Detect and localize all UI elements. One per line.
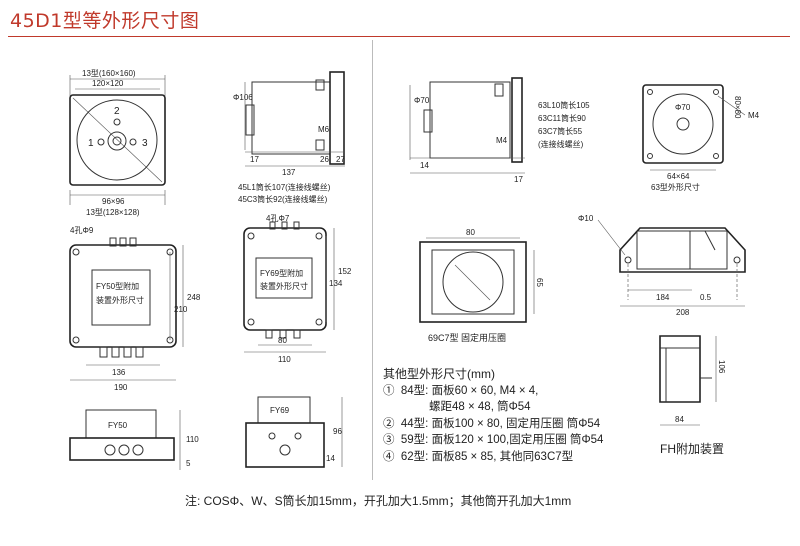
m4-front-label: M4 [748,111,760,120]
dim-17-45: 17 [250,155,259,164]
dim-64x64: 64×64 [667,172,690,181]
phi-10-label: Φ10 [578,214,594,223]
caption-63-size: 63型外形尺寸 [651,182,700,192]
dim-80x80: 80×80 [733,96,742,119]
dim-137-45: 137 [282,168,296,177]
fy69-holes-label: 4孔Φ7 [266,214,290,223]
caption-69c7: 69C7型 固定用压圈 [428,332,506,343]
dim-14-63: 14 [420,161,429,170]
footnote: 注: COSΦ、W、S筒长加15mm，开孔加大1.5mm；其他筒开孔加大1mm [185,494,572,508]
fy69-side: FY69 96 14 [245,396,342,468]
caption-45c3: 45C3筒长92(连接线螺丝) [238,194,328,204]
list-item: ② 44型: 面板100 × 80, 固定用压圈 筒Φ54 [383,417,601,430]
fy69-front: 4孔Φ7 FY69型附加 装置外形尺寸 152 134 80 110 [243,214,352,364]
other-models-list: 其他型外形尺寸(mm) ① 84型: 面板60 × 60, M4 × 4, 螺距… [383,366,603,465]
terminal-1-label: 1 [88,138,94,149]
fy50-side: FY50 110 5 [69,409,199,470]
front-view-13: 13型(160×160) 120×120 2 1 3 96×96 13型(128… [69,69,166,217]
list-item: ④ 62型: 面板85 × 85, 其他同63C7型 [383,450,574,463]
dim-96-fy69: 96 [333,427,342,436]
dim-110-fy50: 110 [186,435,199,444]
dim-26-45: 26 [320,155,329,164]
fy50-holes-label: 4孔Φ9 [70,226,94,235]
dim-106: 106 [717,360,726,374]
fh-caption: FH附加装置 [660,442,724,456]
fh-front: Φ10 184 0.5 208 [578,214,746,317]
dim-134: 134 [329,279,343,288]
dim-17-63: 17 [514,175,523,184]
caption-63c7: 63C7筒长55 [538,126,583,136]
dim-84: 84 [675,415,684,424]
ring-69c7: 80 65 69C7型 固定用压圈 [419,228,544,343]
phi-70-side-label: Φ70 [414,96,430,105]
dim-80-69c7: 80 [466,228,475,237]
dim-13-bottom2: 13型(128×128) [86,208,140,217]
front-view-63: Φ70 M4 80×80 64×64 63型外形尺寸 [642,84,760,192]
m6-label: M6 [318,125,330,134]
list-item: 螺距48 × 48, 筒Φ54 [429,401,531,413]
terminal-3-label: 3 [142,138,148,149]
side-view-45: Φ106 M6 17 26 27 137 45L1筒长107(连接线螺丝) 45… [233,71,345,204]
m4-side-label: M4 [496,136,508,145]
side-view-63: Φ70 M4 14 17 63L10筒长105 63C11筒长90 63C7筒长… [409,77,590,184]
fy69-label-1: FY69型附加 [260,268,303,278]
fy50-side-label: FY50 [108,421,128,430]
title-underline [8,36,790,37]
dim-208: 208 [676,308,690,317]
fh-side: 106 84 [659,335,726,426]
phi-70-front-label: Φ70 [675,103,691,112]
dim-13-bottom1: 96×96 [102,197,125,206]
caption-63l10: 63L10筒长105 [538,100,590,110]
terminal-2-label: 2 [114,106,120,117]
fy50-label-2: 装置外形尺寸 [96,295,144,305]
fy50-front: 4孔Φ9 FY50型附加 装置外形尺寸 248 210 136 190 [69,226,201,392]
dim-190: 190 [114,383,128,392]
fy69-side-label: FY69 [270,406,290,415]
dim-80-fy69: 80 [278,336,287,345]
dim-248: 248 [187,293,201,302]
dim-13-top2: 120×120 [92,79,124,88]
caption-63-connect: (连接线螺丝) [538,139,584,149]
list-item: ③ 59型: 面板120 × 100,固定用压圈 筒Φ54 [383,434,604,446]
dim-152: 152 [338,267,352,276]
dim-27-45: 27 [336,155,345,164]
dim-5-fy50: 5 [186,459,191,468]
dim-13-top1: 13型(160×160) [82,69,136,78]
dim-65-69c7: 65 [535,278,544,287]
phi-106-label: Φ106 [233,93,253,102]
page-title: 45D1型等外形尺寸图 [10,10,200,32]
dim-110-fy69: 110 [278,355,291,364]
other-models-heading: 其他型外形尺寸(mm) [383,367,495,381]
dim-14-fy69: 14 [326,454,335,463]
vertical-divider [372,40,373,480]
list-item: ① 84型: 面板60 × 60, M4 × 4, [383,384,539,397]
caption-63c11: 63C11筒长90 [538,113,586,123]
dim-0.5: 0.5 [700,293,712,302]
dim-210: 210 [174,305,188,314]
fy69-label-2: 装置外形尺寸 [260,281,308,291]
dim-136: 136 [112,368,126,377]
fy50-label-1: FY50型附加 [96,281,139,291]
caption-45l1: 45L1筒长107(连接线螺丝) [238,182,331,192]
dim-184: 184 [656,293,670,302]
